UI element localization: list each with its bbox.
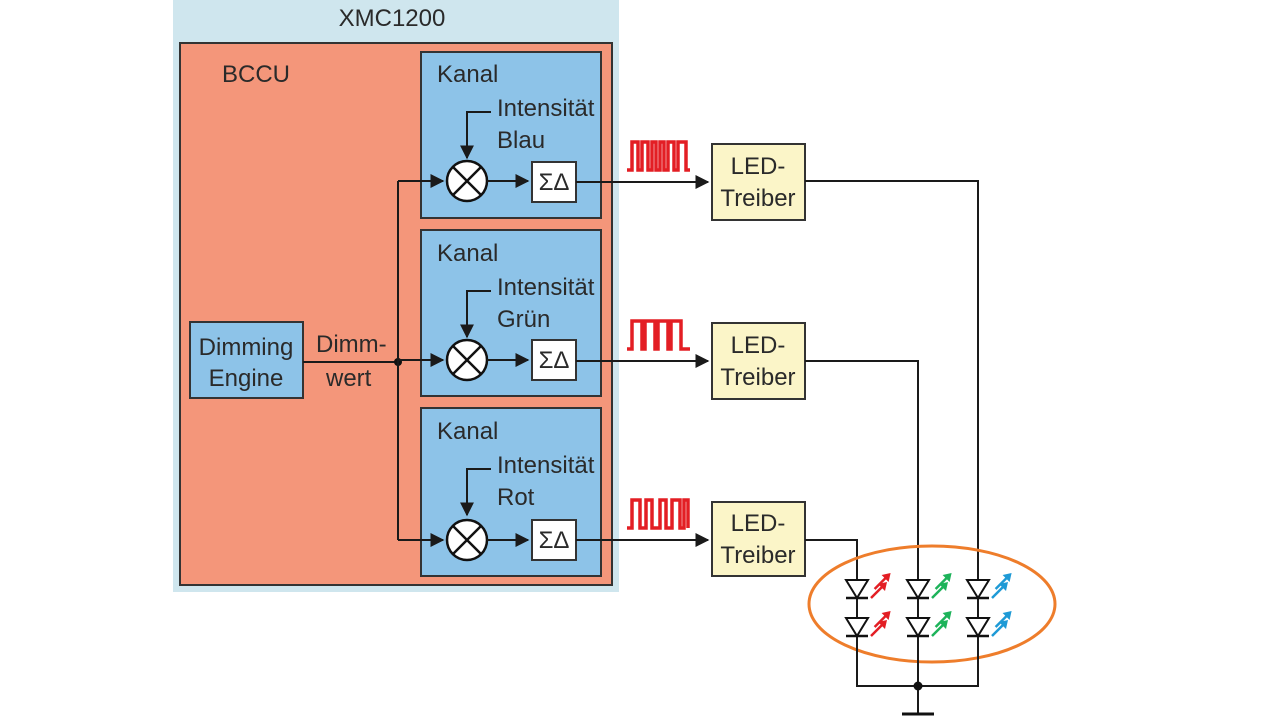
- led-driver-label-line2: Treiber: [720, 542, 795, 569]
- led-driver-label-line2: Treiber: [720, 185, 795, 212]
- chip-title: XMC1200: [339, 5, 446, 32]
- sigma-delta-box: [531, 339, 577, 381]
- led-driver-3: [711, 501, 806, 577]
- sigma-delta-label: ΣΔ: [539, 169, 570, 196]
- pwm-waveform-gruen: [627, 319, 690, 351]
- dimming-engine-line1: Dimming: [199, 334, 294, 361]
- led-array-ellipse: [807, 544, 1057, 664]
- led-red-2: [844, 611, 891, 638]
- channel-title: Kanal: [437, 61, 498, 88]
- intensity-color: Grün: [497, 306, 550, 333]
- intensity-color: Rot: [497, 484, 535, 511]
- led-driver-label-line2: Treiber: [720, 364, 795, 391]
- intensity-label: Intensität: [497, 274, 595, 301]
- sigma-delta-label: ΣΔ: [539, 347, 570, 374]
- channel-gruen: Kanal Intensität Grün ΣΔ: [420, 229, 602, 397]
- led-green-1: [905, 573, 952, 600]
- dimm-label-line1: Dimm-: [316, 331, 387, 358]
- led-driver-label-line1: LED-: [731, 510, 786, 537]
- led-driver-label-line1: LED-: [731, 332, 786, 359]
- led-driver-2: [711, 322, 806, 400]
- sigma-delta-box: [531, 519, 577, 561]
- led-red-1: [844, 573, 891, 600]
- pwm-waveform-blau: [627, 140, 690, 172]
- channel-blau: Kanal Intensität Blau ΣΔ: [420, 51, 602, 219]
- led-driver-1: [711, 143, 806, 221]
- dimm-label-line2: wert: [325, 365, 372, 392]
- intensity-color: Blau: [497, 127, 545, 154]
- dimming-engine-box: [189, 321, 304, 399]
- ground-node: [913, 681, 923, 691]
- dimming-engine-line2: Engine: [209, 365, 284, 392]
- sigma-delta-label: ΣΔ: [539, 527, 570, 554]
- led-blue-2: [965, 611, 1012, 638]
- led-strings: [844, 573, 1012, 641]
- pwm-waveform-rot: [627, 498, 690, 530]
- channel-title: Kanal: [437, 418, 498, 445]
- led-green-2: [905, 611, 952, 638]
- bccu-label: BCCU: [222, 61, 290, 88]
- led-blue-1: [965, 573, 1012, 600]
- channel-rot: Kanal Intensität Rot ΣΔ: [420, 407, 602, 577]
- channel-title: Kanal: [437, 240, 498, 267]
- intensity-label: Intensität: [497, 452, 595, 479]
- led-driver-label-line1: LED-: [731, 153, 786, 180]
- sigma-delta-box: [531, 161, 577, 203]
- intensity-label: Intensität: [497, 95, 595, 122]
